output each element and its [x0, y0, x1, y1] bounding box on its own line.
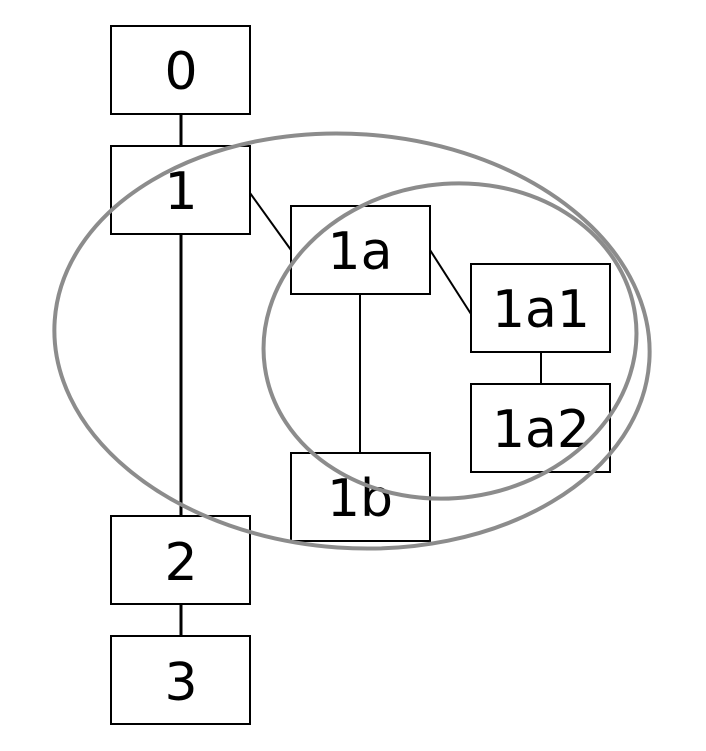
node-1a2-label: 1a2: [492, 400, 590, 460]
node-1b-label: 1b: [327, 469, 393, 529]
edge-1a-1a1: [429, 249, 472, 315]
node-3-label: 3: [164, 653, 197, 713]
node-1a1: 1a1: [470, 263, 611, 353]
node-1a: 1a: [290, 205, 431, 295]
node-0: 0: [110, 25, 251, 115]
node-1a1-label: 1a1: [492, 280, 590, 340]
node-1a2: 1a2: [470, 383, 611, 473]
group-inner-ellipse: [261, 181, 639, 501]
node-1: 1: [110, 145, 251, 235]
group-outer-ellipse: [52, 131, 652, 551]
node-1b: 1b: [290, 452, 431, 542]
node-0-label: 0: [164, 42, 197, 102]
node-3: 3: [110, 635, 251, 725]
node-1a-label: 1a: [328, 222, 393, 282]
node-2: 2: [110, 515, 251, 605]
edge-1-1a: [249, 192, 292, 251]
node-2-label: 2: [164, 533, 197, 593]
